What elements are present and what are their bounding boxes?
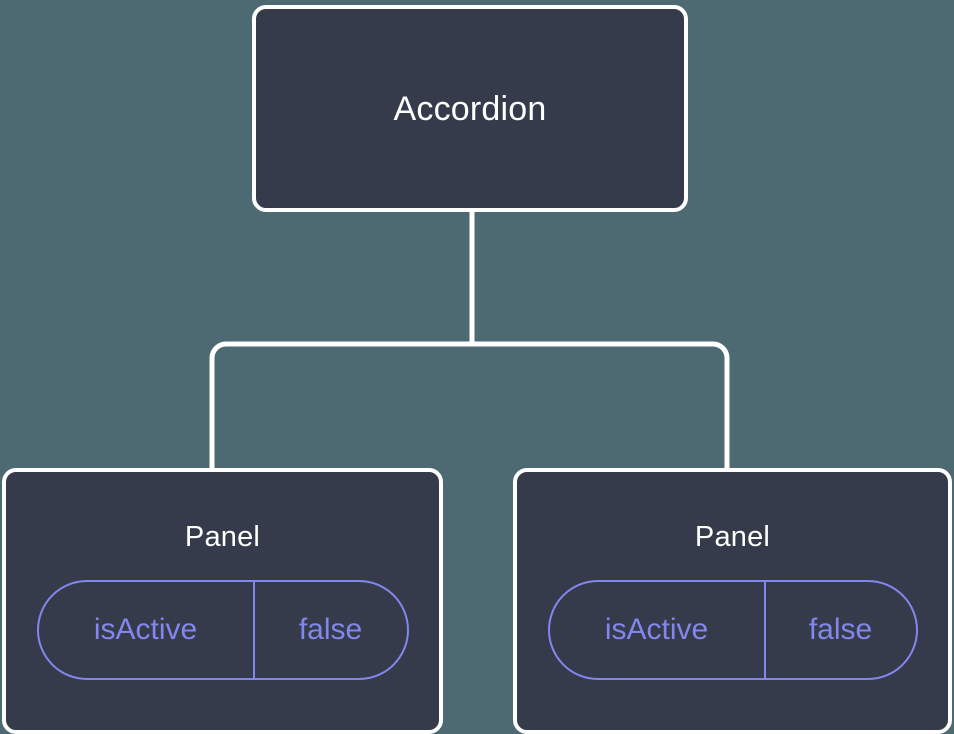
node-panel-1-prop-isactive[interactable]: isActive false [547,580,918,680]
connector-root-to-children [209,212,730,470]
node-panel-1-prop-key: isActive [604,613,709,646]
node-panel-0[interactable]: Panel isActive false [2,468,443,734]
node-panel-0-prop-isactive[interactable]: isActive false [36,580,409,680]
node-panel-1-prop-value: false [763,582,916,678]
node-panel-1-label: Panel [694,521,771,553]
node-panel-1[interactable]: Panel isActive false [513,468,952,734]
node-panel-0-prop-value: false [252,582,407,678]
node-accordion-label: Accordion [393,89,547,128]
node-panel-0-prop-key: isActive [93,613,198,646]
node-panel-0-label: Panel [184,521,261,553]
node-accordion[interactable]: Accordion [252,5,688,212]
